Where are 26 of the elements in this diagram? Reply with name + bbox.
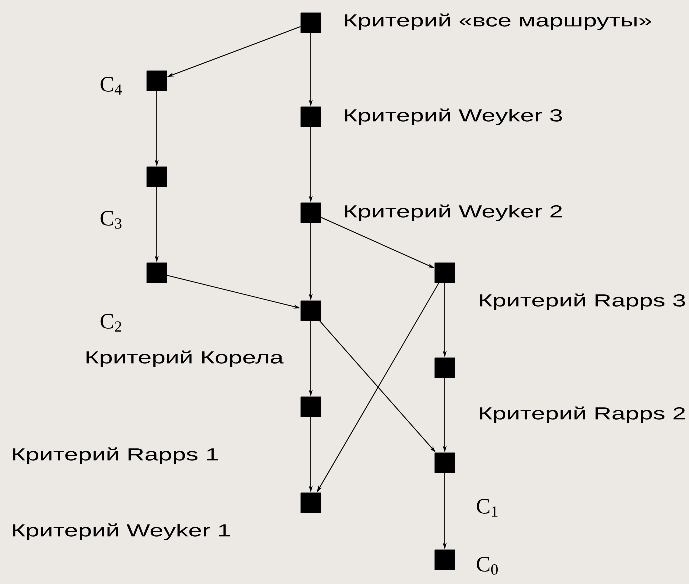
criterion-label: Критерий Rapps 1 xyxy=(13,448,218,464)
node-caption: C$_{1}$ xyxy=(477,499,498,517)
node-caption: Критерий Rapps 3 xyxy=(480,294,686,310)
criterion-label: Критерий Weyker 1 xyxy=(13,524,230,540)
square-node xyxy=(300,396,322,418)
square-node xyxy=(434,452,456,474)
square-node xyxy=(434,262,456,284)
square-node xyxy=(300,202,322,224)
square-node xyxy=(300,300,322,322)
node-caption: C$_{2}$ xyxy=(100,314,122,332)
node-caption: Критерий Weyker 3 xyxy=(345,108,562,126)
square-node xyxy=(146,166,168,188)
node-caption: C$_{4}$ xyxy=(100,77,122,95)
node-caption: Критерий Rapps 2 xyxy=(480,406,686,424)
node-caption: C$_{3}$ xyxy=(100,211,122,229)
square-node xyxy=(300,492,322,514)
square-node xyxy=(146,70,168,92)
node-caption: Критерий «все маршруты» xyxy=(345,14,652,30)
square-node xyxy=(300,106,322,128)
square-node xyxy=(146,262,168,284)
node-caption: Критерий Weyker 2 xyxy=(345,204,562,222)
node-caption: Критерий Корела xyxy=(86,350,284,368)
node-caption: C$_{0}$ xyxy=(477,557,498,575)
square-node xyxy=(300,12,322,34)
square-node xyxy=(434,358,456,378)
square-node xyxy=(434,550,456,570)
